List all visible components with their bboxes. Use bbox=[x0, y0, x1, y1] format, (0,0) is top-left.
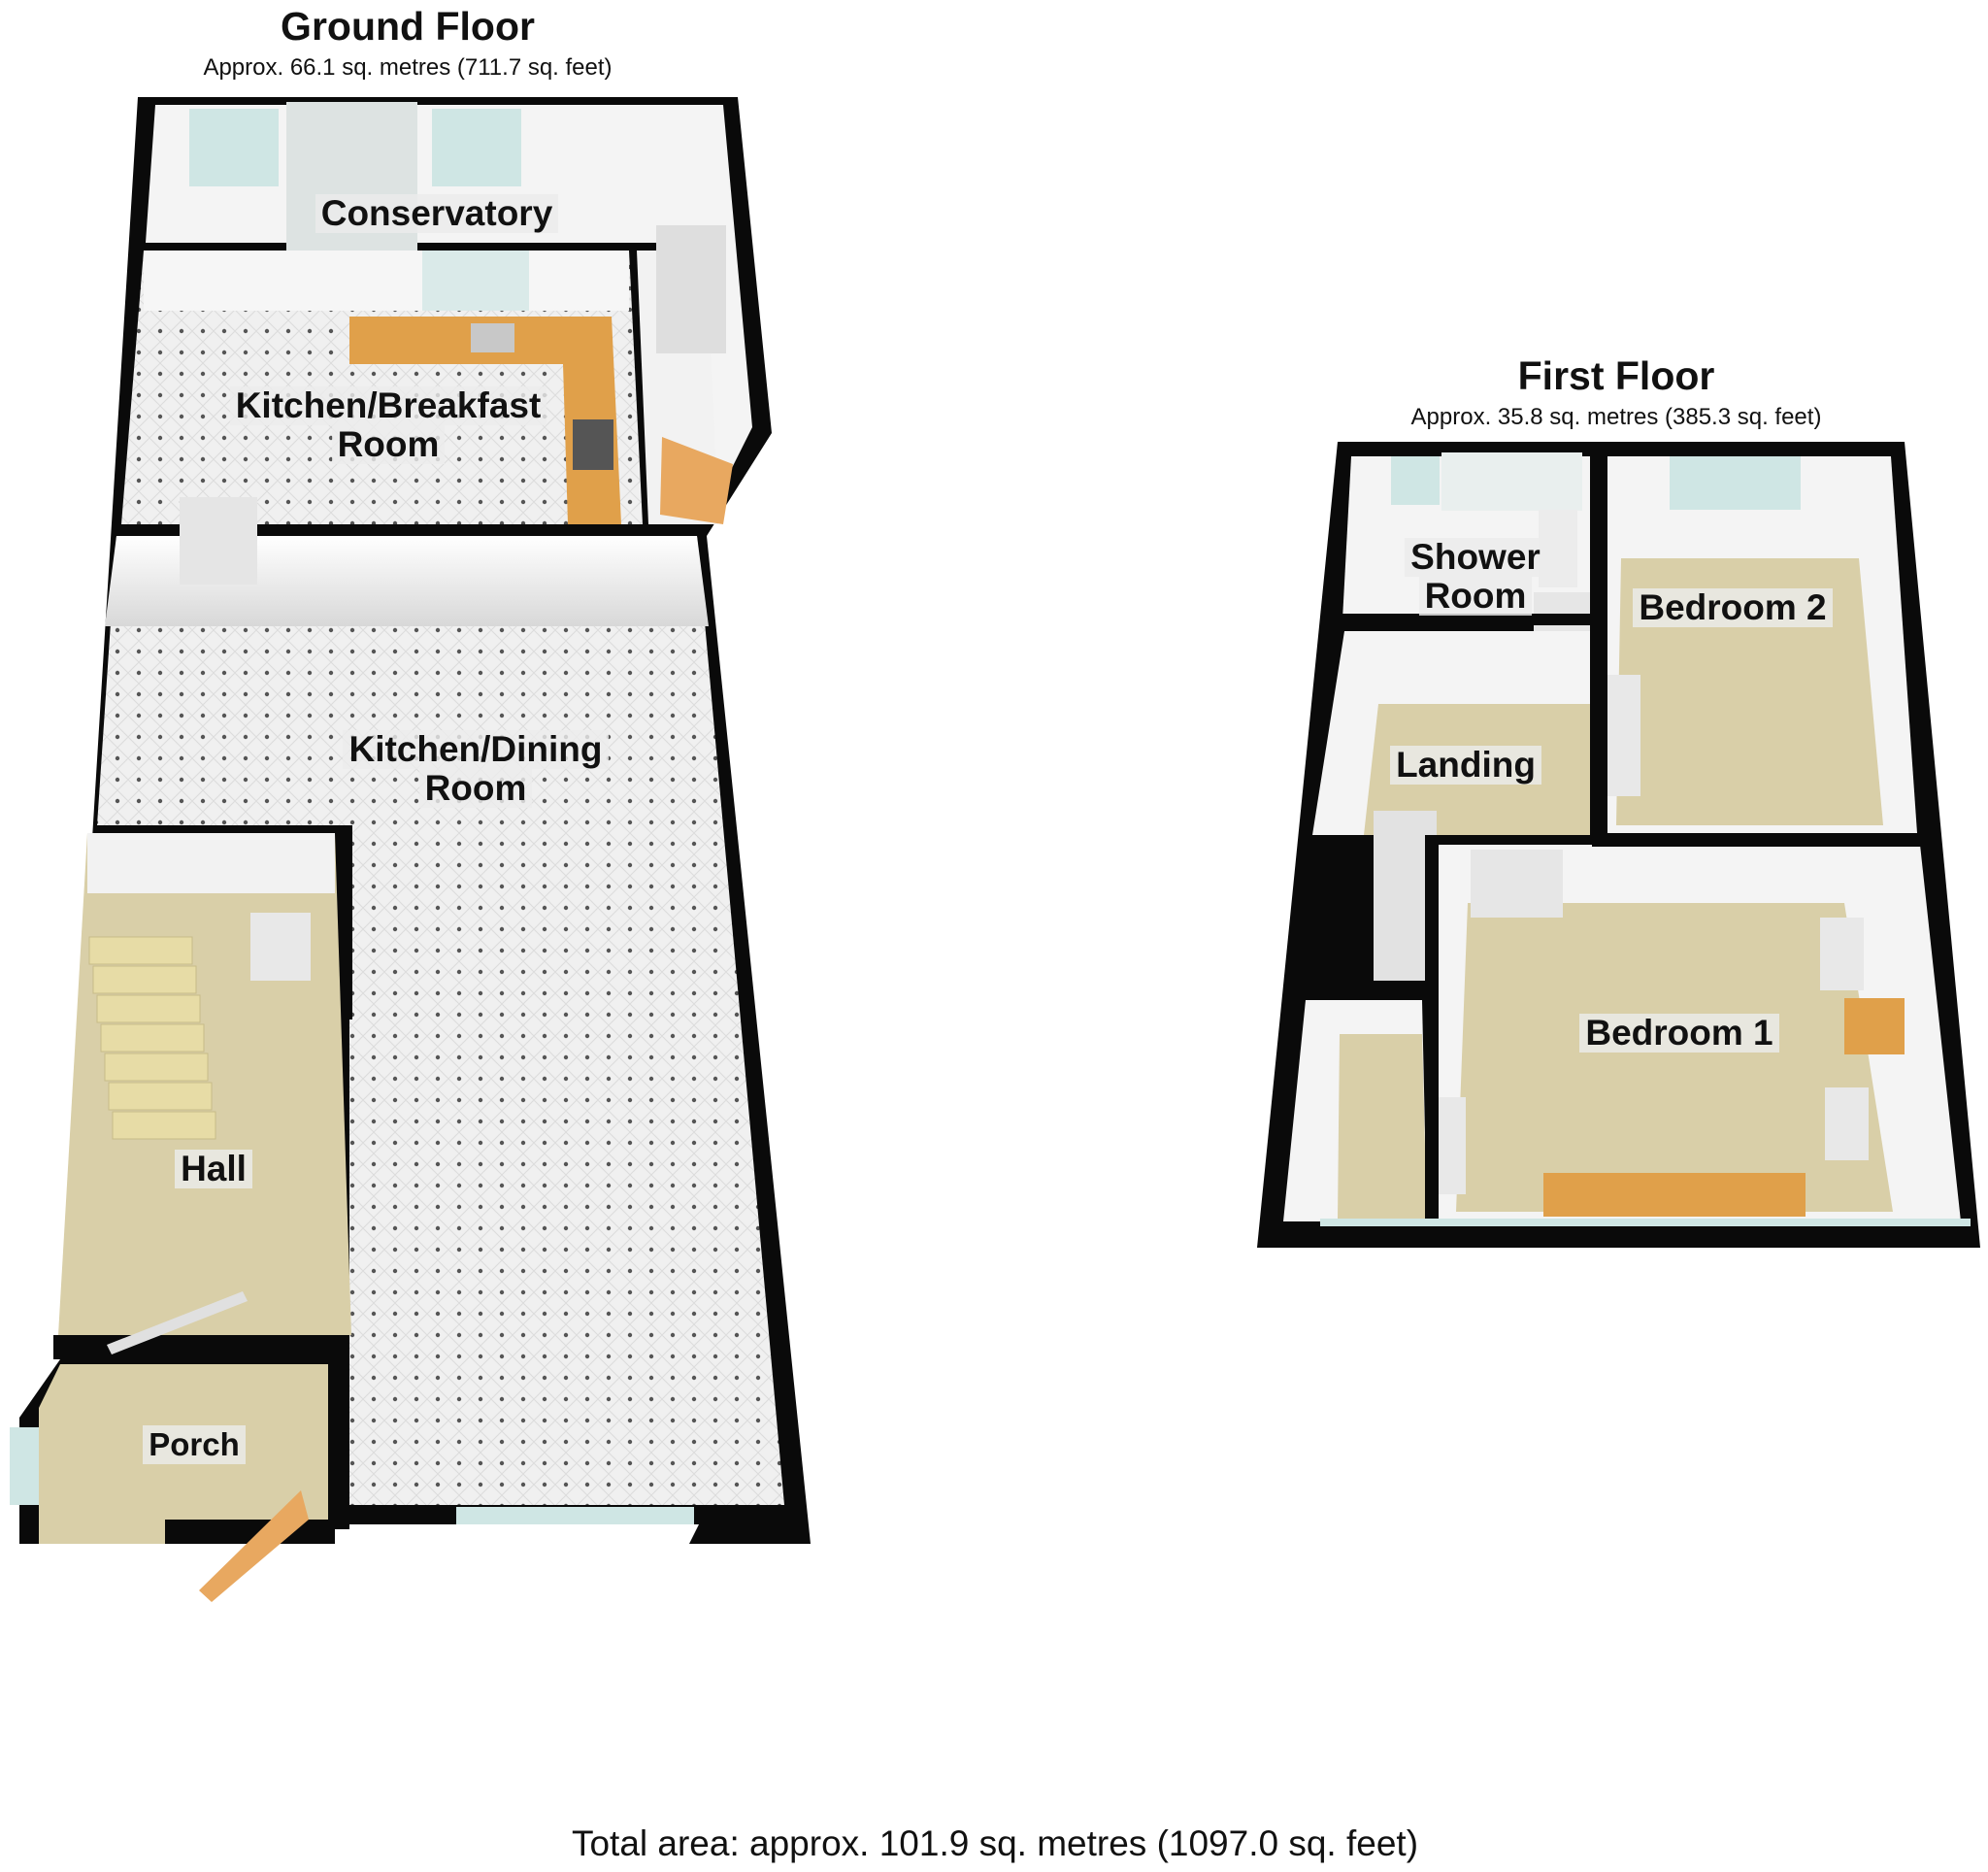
back-door bbox=[660, 437, 733, 524]
porch-inner-door bbox=[107, 1291, 248, 1354]
total-area: Total area: approx. 101.9 sq. metres (10… bbox=[571, 1823, 1419, 1863]
sink bbox=[471, 323, 514, 352]
staircase bbox=[88, 936, 216, 1140]
box-room-floor bbox=[1338, 1034, 1427, 1219]
hall-label-text: Hall bbox=[175, 1150, 252, 1188]
kitchen-breakfast-label: Kitchen/Breakfast Room bbox=[194, 386, 582, 464]
kitchen-dining-label-line2: Room bbox=[418, 769, 533, 808]
under-stairs-door bbox=[250, 913, 311, 981]
landing-label: Landing bbox=[1374, 746, 1558, 785]
kitchen-breakfast-label-line1: Kitchen/Breakfast bbox=[229, 386, 547, 425]
kitchen-worktop bbox=[349, 317, 621, 524]
ground-floor-area: Approx. 66.1 sq. metres (711.7 sq. feet) bbox=[203, 54, 613, 81]
bedroom-2-label-text: Bedroom 2 bbox=[1633, 588, 1833, 627]
wardrobe-door-upper bbox=[1820, 918, 1864, 990]
porch-label-text: Porch bbox=[143, 1425, 246, 1464]
shower-room-tiles bbox=[1441, 452, 1582, 511]
kitchen-dining-floor bbox=[97, 536, 784, 1505]
landing-label-text: Landing bbox=[1390, 746, 1541, 785]
bedroom-1-label-text: Bedroom 1 bbox=[1579, 1014, 1779, 1053]
shower-room-label-line2: Room bbox=[1418, 577, 1533, 616]
first-floor-plan bbox=[1257, 442, 1980, 1248]
shower-room-label: Shower Room bbox=[1378, 538, 1573, 616]
wardrobe bbox=[1844, 998, 1905, 1054]
bedroom-1-door bbox=[1471, 850, 1563, 918]
bedroom-2-window bbox=[1670, 456, 1801, 510]
ground-floor-plan bbox=[10, 97, 811, 1602]
conservatory-side-door bbox=[656, 225, 726, 353]
first-floor-area: Approx. 35.8 sq. metres (385.3 sq. feet) bbox=[1410, 404, 1822, 430]
bedroom-1-radiator bbox=[1543, 1173, 1806, 1217]
conservatory-label: Conservatory bbox=[291, 194, 582, 233]
kitchen-dining-label: Kitchen/Dining Room bbox=[301, 730, 650, 808]
porch-label: Porch bbox=[126, 1425, 262, 1464]
wardrobe-door-lower bbox=[1825, 1087, 1869, 1160]
first-floor-title: First Floor bbox=[1517, 353, 1715, 398]
bedroom-1-floor bbox=[1456, 903, 1893, 1212]
shower-room-label-line1: Shower bbox=[1405, 538, 1546, 577]
front-door bbox=[199, 1490, 309, 1602]
bedroom-1-label: Bedroom 1 bbox=[1558, 1014, 1801, 1053]
kitchen-dining-door bbox=[180, 497, 257, 585]
dining-front-window bbox=[456, 1507, 694, 1524]
conservatory-window-left bbox=[189, 109, 279, 186]
kitchen-dining-label-line1: Kitchen/Dining bbox=[343, 730, 609, 769]
porch-window bbox=[10, 1427, 39, 1505]
kitchen-breakfast-label-line2: Room bbox=[331, 425, 446, 464]
hob bbox=[573, 419, 613, 470]
hall-label: Hall bbox=[155, 1150, 272, 1188]
ground-floor-title: Ground Floor bbox=[281, 4, 535, 49]
conservatory-window-right bbox=[432, 109, 521, 186]
bedroom-2-label: Bedroom 2 bbox=[1616, 588, 1849, 627]
conservatory-label-text: Conservatory bbox=[315, 194, 559, 233]
